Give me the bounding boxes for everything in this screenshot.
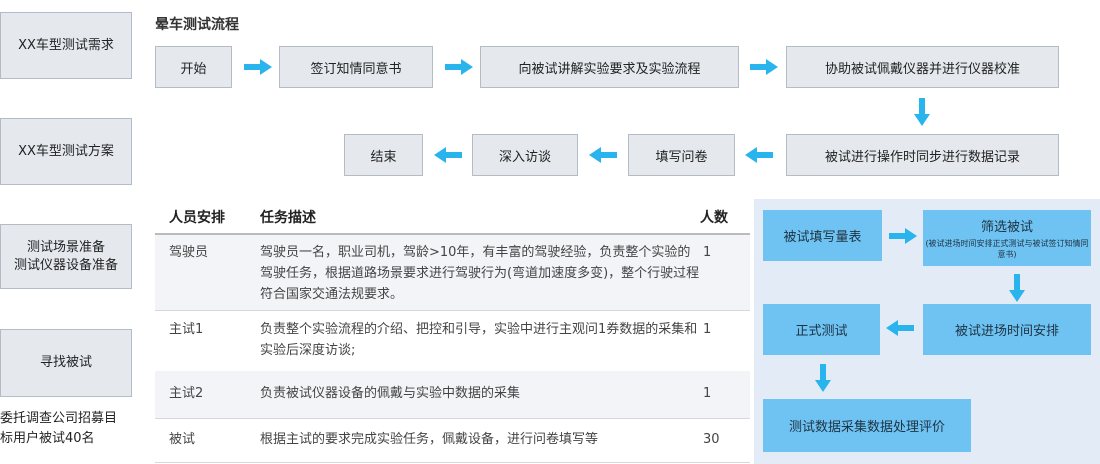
flow-step-consent: 签订知情同意书 xyxy=(279,46,433,88)
arrow-right-icon xyxy=(445,59,473,75)
table-row: 主试1 负责整个实验流程的介绍、把控和引导，实验中进行主观问1券数据的采集和实验… xyxy=(155,310,750,372)
screen-subjects-box: 筛选被试 (被试进场时间安排正式测试与被试签订知情同意书) xyxy=(923,210,1091,266)
data-eval-box: 测试数据采集数据处理评价 xyxy=(763,399,971,452)
table-cell-count: 1 xyxy=(703,386,712,401)
table-header-count: 人数 xyxy=(700,210,728,226)
flow-step-label: 被试进行操作时同步进行数据记录 xyxy=(824,149,1020,165)
flow-step-interview: 深入访谈 xyxy=(472,134,578,176)
left-box-recruit: 寻找被试 xyxy=(0,329,132,397)
arrow-left-icon xyxy=(434,147,462,163)
left-box-requirements: XX车型测试需求 xyxy=(0,12,132,79)
data-eval-label: 测试数据采集数据处理评价 xyxy=(788,420,945,435)
flow-step-label: 向被试讲解实验要求及实验流程 xyxy=(518,61,701,77)
left-box-label: XX车型测试需求 xyxy=(18,37,114,53)
fill-scale-box: 被试填写量表 xyxy=(763,210,882,261)
flow-step-label: 协助被试佩戴仪器并进行仪器校准 xyxy=(824,61,1020,77)
flow-step-end: 结束 xyxy=(344,134,423,176)
schedule-box: 被试进场时间安排 xyxy=(923,304,1091,355)
recruit-note-line: 委托调查公司招募目 xyxy=(0,411,118,426)
flow-step-start: 开始 xyxy=(155,46,232,88)
schedule-label: 被试进场时间安排 xyxy=(954,324,1059,339)
arrow-right-icon xyxy=(889,228,917,244)
screen-subjects-subtitle: (被试进场时间安排正式测试与被试签订知情同意书) xyxy=(925,239,1089,259)
screen-subjects-title: 筛选被试 xyxy=(980,220,1033,235)
left-box-label: XX车型测试方案 xyxy=(18,143,114,159)
table-row: 驾驶员 驾驶员一名，职业司机，驾龄>10年，有丰富的驾驶经验，负责整个实验的驾驶… xyxy=(155,235,750,311)
left-box-label: 寻找被试 xyxy=(39,355,92,370)
flow-step-label: 填写问卷 xyxy=(655,149,708,165)
arrow-left-icon xyxy=(745,147,773,163)
flow-step-explain: 向被试讲解实验要求及实验流程 xyxy=(480,46,739,88)
flow-step-questionnaire: 填写问卷 xyxy=(628,134,735,176)
table-row: 主试2 负责被试仪器设备的佩戴与实验中数据的采集 1 xyxy=(155,371,750,419)
flow-step-calibrate: 协助被试佩戴仪器并进行仪器校准 xyxy=(786,46,1059,88)
table-header: 人员安排 任务描述 人数 xyxy=(155,199,750,235)
table-cell-desc: 驾驶员一名，职业司机，驾龄>10年，有丰富的驾驶经验，负责整个实验的驾驶任务，根… xyxy=(260,245,700,302)
left-box-plan: XX车型测试方案 xyxy=(0,118,132,185)
fill-scale-label: 被试填写量表 xyxy=(783,230,862,245)
table-cell-desc: 负责整个实验流程的介绍、把控和引导，实验中进行主观问1券数据的采集和实验后深度访… xyxy=(260,322,698,358)
flow-step-label: 开始 xyxy=(180,61,207,77)
arrow-down-icon xyxy=(1009,274,1025,302)
arrow-right-icon xyxy=(750,59,778,75)
table-header-role: 人员安排 xyxy=(169,210,225,226)
table-cell-count: 30 xyxy=(703,432,720,447)
flow-step-label: 结束 xyxy=(370,149,397,165)
table-cell-desc: 根据主试的要求完成实验任务，佩戴设备，进行问卷填写等 xyxy=(260,432,599,447)
arrow-left-icon xyxy=(589,147,617,163)
recruit-note-line: 标用户被试40名 xyxy=(0,431,95,446)
flow-step-label: 签订知情同意书 xyxy=(310,61,402,77)
flow-title: 晕车测试流程 xyxy=(155,17,239,33)
table-header-desc: 任务描述 xyxy=(260,210,316,226)
table-cell-role: 主试2 xyxy=(169,386,204,401)
left-box-label: 测试场景准备 xyxy=(26,239,105,255)
flow-step-label: 深入访谈 xyxy=(498,149,551,165)
left-box-label: 测试仪器设备准备 xyxy=(13,257,118,273)
recruit-note: 委托调查公司招募目 标用户被试40名 xyxy=(0,409,150,449)
table-cell-role: 驾驶员 xyxy=(169,245,209,260)
formal-test-label: 正式测试 xyxy=(795,324,848,339)
arrow-right-icon xyxy=(244,59,272,75)
table-cell-count: 1 xyxy=(703,245,712,260)
formal-test-box: 正式测试 xyxy=(763,304,880,355)
table-row: 被试 根据主试的要求完成实验任务，佩戴设备，进行问卷填写等 30 xyxy=(155,418,750,463)
table-cell-role: 主试1 xyxy=(169,322,204,337)
arrow-down-icon xyxy=(914,98,930,126)
table-cell-desc: 负责被试仪器设备的佩戴与实验中数据的采集 xyxy=(260,386,521,401)
flow-step-record: 被试进行操作时同步进行数据记录 xyxy=(786,134,1059,176)
arrow-left-icon xyxy=(886,320,914,336)
table-cell-role: 被试 xyxy=(169,432,196,447)
left-box-preparation: 测试场景准备 测试仪器设备准备 xyxy=(0,224,132,289)
table-cell-count: 1 xyxy=(703,322,712,337)
arrow-down-icon xyxy=(815,364,831,392)
